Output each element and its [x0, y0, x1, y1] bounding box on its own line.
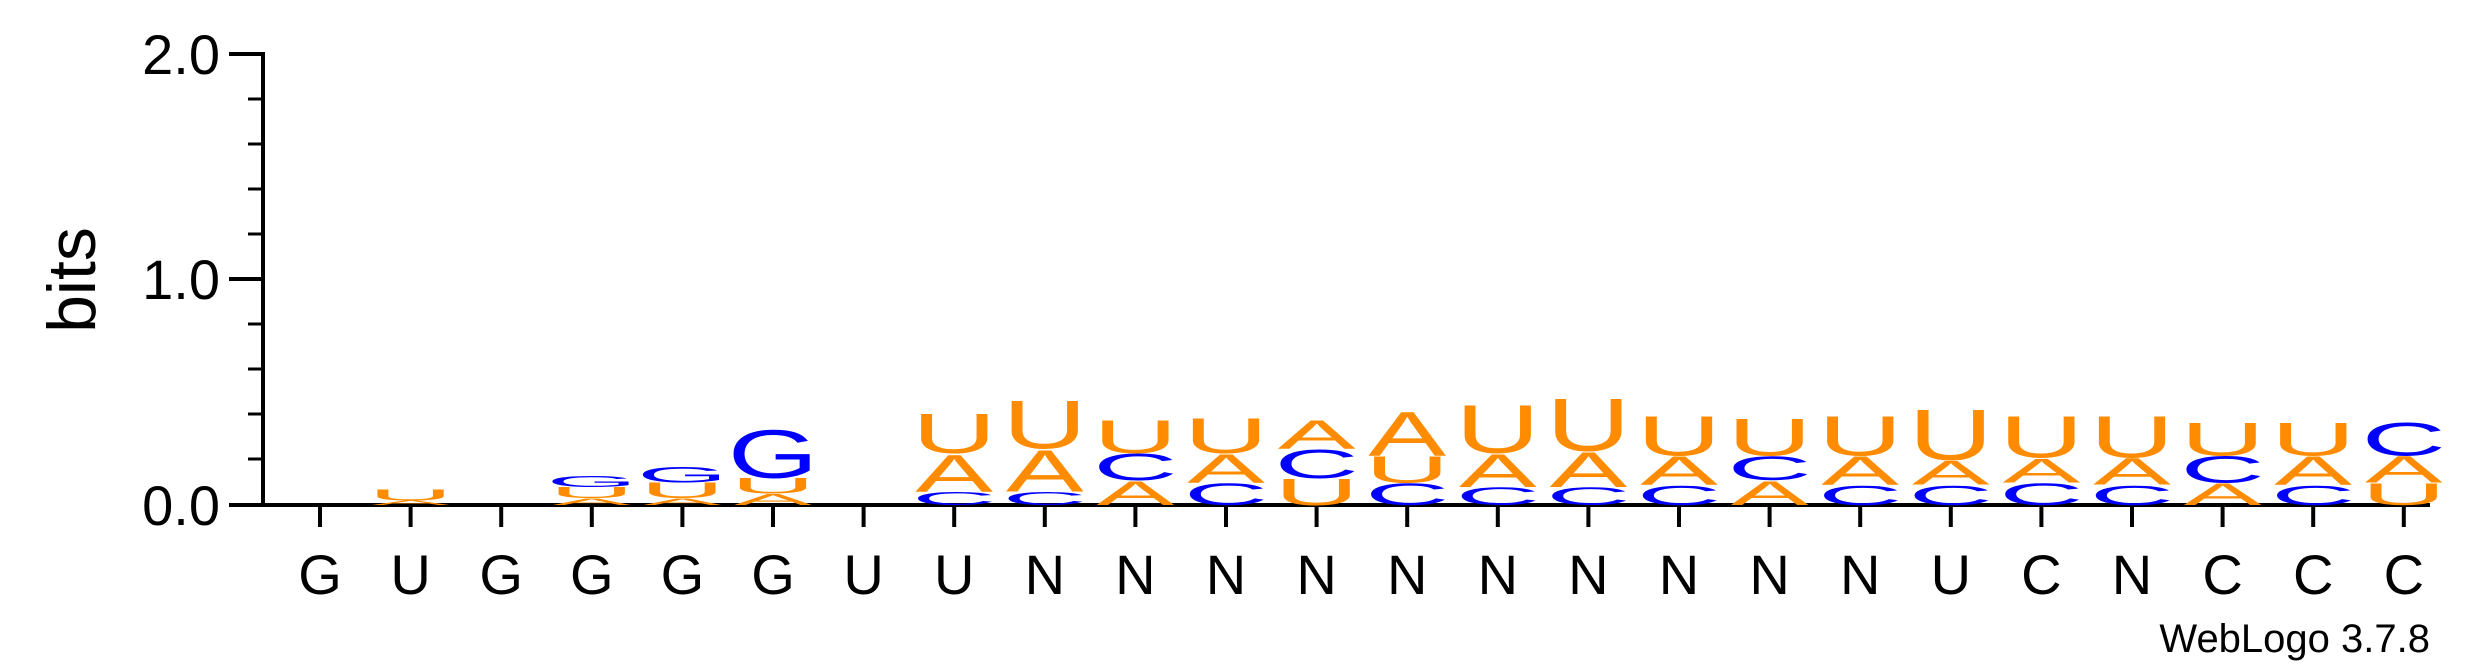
x-tick-label: N — [1206, 543, 1246, 606]
logo-letter-u: U — [912, 403, 996, 466]
x-tick-label: G — [570, 543, 614, 606]
logo-letter-u: U — [1365, 449, 1449, 491]
x-tick-label: N — [1387, 543, 1427, 606]
logo-letter-u: U — [2090, 404, 2174, 471]
logo-letter-c: C — [2362, 413, 2446, 466]
x-tick-label: U — [390, 543, 430, 606]
logo-letter-a: A — [1731, 474, 1810, 512]
logo-letter-c: C — [1909, 479, 1993, 511]
logo-letter-a: A — [1278, 412, 1357, 458]
logo-letter-u: U — [640, 478, 724, 503]
logo-letter-c: C — [1637, 479, 1721, 511]
logo-letter-a: A — [1096, 474, 1175, 512]
logo-letter-c: C — [1456, 482, 1540, 510]
logo-letter-c: C — [1546, 482, 1630, 510]
logo-letter-u: U — [2180, 413, 2264, 466]
x-tick-label: G — [479, 543, 523, 606]
logo-letter-a: A — [1549, 442, 1627, 498]
logo-letter-a: A — [915, 444, 993, 503]
logo-letter-u: U — [1093, 410, 1177, 463]
logo-letter-c: C — [1818, 479, 1902, 511]
logo-letter-a: A — [2274, 448, 2353, 494]
logo-letter-c: C — [1003, 488, 1087, 509]
y-axis-ticks — [229, 52, 263, 507]
x-tick-label: N — [1478, 543, 1518, 606]
logo-letter-a: A — [1821, 448, 1900, 494]
logo-letter-c: C — [2180, 449, 2264, 491]
logo-letter-a: A — [1368, 399, 1446, 469]
y-tick-label-2: 2.0 — [142, 23, 220, 86]
logo-letter-c: C — [1727, 449, 1811, 487]
logo-letter-c: C — [1093, 447, 1177, 489]
logo-letter-a: A — [1006, 437, 1084, 504]
logo-letter-a: A — [372, 499, 450, 506]
logo-letter-c: C — [2271, 479, 2355, 511]
logo-letter-a: A — [2002, 452, 2081, 490]
logo-letter-a: A — [2184, 477, 2262, 512]
x-tick-label: N — [1025, 543, 1065, 606]
x-tick-label: N — [1749, 543, 1789, 606]
logo-letter-a: A — [2093, 451, 2171, 493]
logo-letter-c: C — [1365, 477, 1449, 512]
logo-letter-u: U — [1184, 408, 1268, 464]
logo-letter-u: U — [1546, 383, 1630, 467]
x-axis-ticks — [318, 505, 2406, 527]
logo-letter-c: C — [912, 488, 996, 509]
logo-letter-u: U — [1727, 408, 1811, 467]
logo-letter-u: U — [550, 484, 634, 501]
logo-letter-u: U — [2362, 477, 2446, 512]
logo-letter-c: C — [1274, 441, 1358, 487]
logo-letter-a: A — [553, 496, 632, 507]
logo-letter-u: U — [1456, 391, 1540, 468]
logo-letter-a: A — [643, 496, 722, 507]
y-tick-label-0: 0.0 — [142, 474, 220, 537]
logo-letter-c: C — [1999, 477, 2083, 512]
logo-letter-u: U — [1637, 405, 1721, 468]
logo-letter-g: G — [728, 416, 819, 493]
x-tick-label: U — [843, 543, 883, 606]
logo-letter-u: U — [1818, 405, 1902, 468]
logo-letter-g: G — [637, 463, 728, 488]
logo-letter-u: U — [1909, 395, 1993, 476]
x-tick-label: U — [934, 543, 974, 606]
logo-letter-a: A — [734, 491, 812, 508]
x-tick-label: N — [1659, 543, 1699, 606]
x-tick-label: C — [2293, 543, 2333, 606]
y-tick-label-1: 1.0 — [142, 248, 220, 311]
logo-letter-u: U — [731, 474, 815, 499]
x-tick-label: G — [298, 543, 342, 606]
logo-letter-a: A — [1912, 454, 1991, 492]
x-tick-label: U — [1931, 543, 1971, 606]
x-tick-label: N — [2112, 543, 2152, 606]
y-axis-label: bits — [34, 227, 110, 333]
weblogo-credit: WebLogo 3.7.8 — [2159, 617, 2430, 661]
logo-letter-c: C — [1184, 477, 1268, 512]
x-tick-label: N — [1115, 543, 1155, 606]
logo-letter-a: A — [1459, 444, 1538, 497]
logo-letter-a: A — [1187, 446, 1266, 492]
x-tick-label: C — [2021, 543, 2061, 606]
x-tick-label: C — [2202, 543, 2242, 606]
logo-letter-u: U — [2271, 413, 2355, 466]
logo-letter-u: U — [368, 486, 452, 503]
logo-letter-g: G — [546, 473, 637, 490]
logo-letter-u: U — [1274, 472, 1358, 514]
logo-letter-u: U — [1003, 387, 1087, 464]
logo-letter-u: U — [1999, 404, 2083, 471]
x-tick-label: G — [661, 543, 705, 606]
logo-letter-a: A — [2365, 449, 2443, 491]
logo-letter-c: C — [2090, 479, 2174, 511]
x-tick-label: N — [1840, 543, 1880, 606]
x-tick-label: C — [2384, 543, 2424, 606]
x-tick-label: N — [1296, 543, 1336, 606]
x-tick-label: N — [1568, 543, 1608, 606]
x-tick-label: G — [751, 543, 795, 606]
logo-letter-a: A — [1640, 448, 1719, 494]
